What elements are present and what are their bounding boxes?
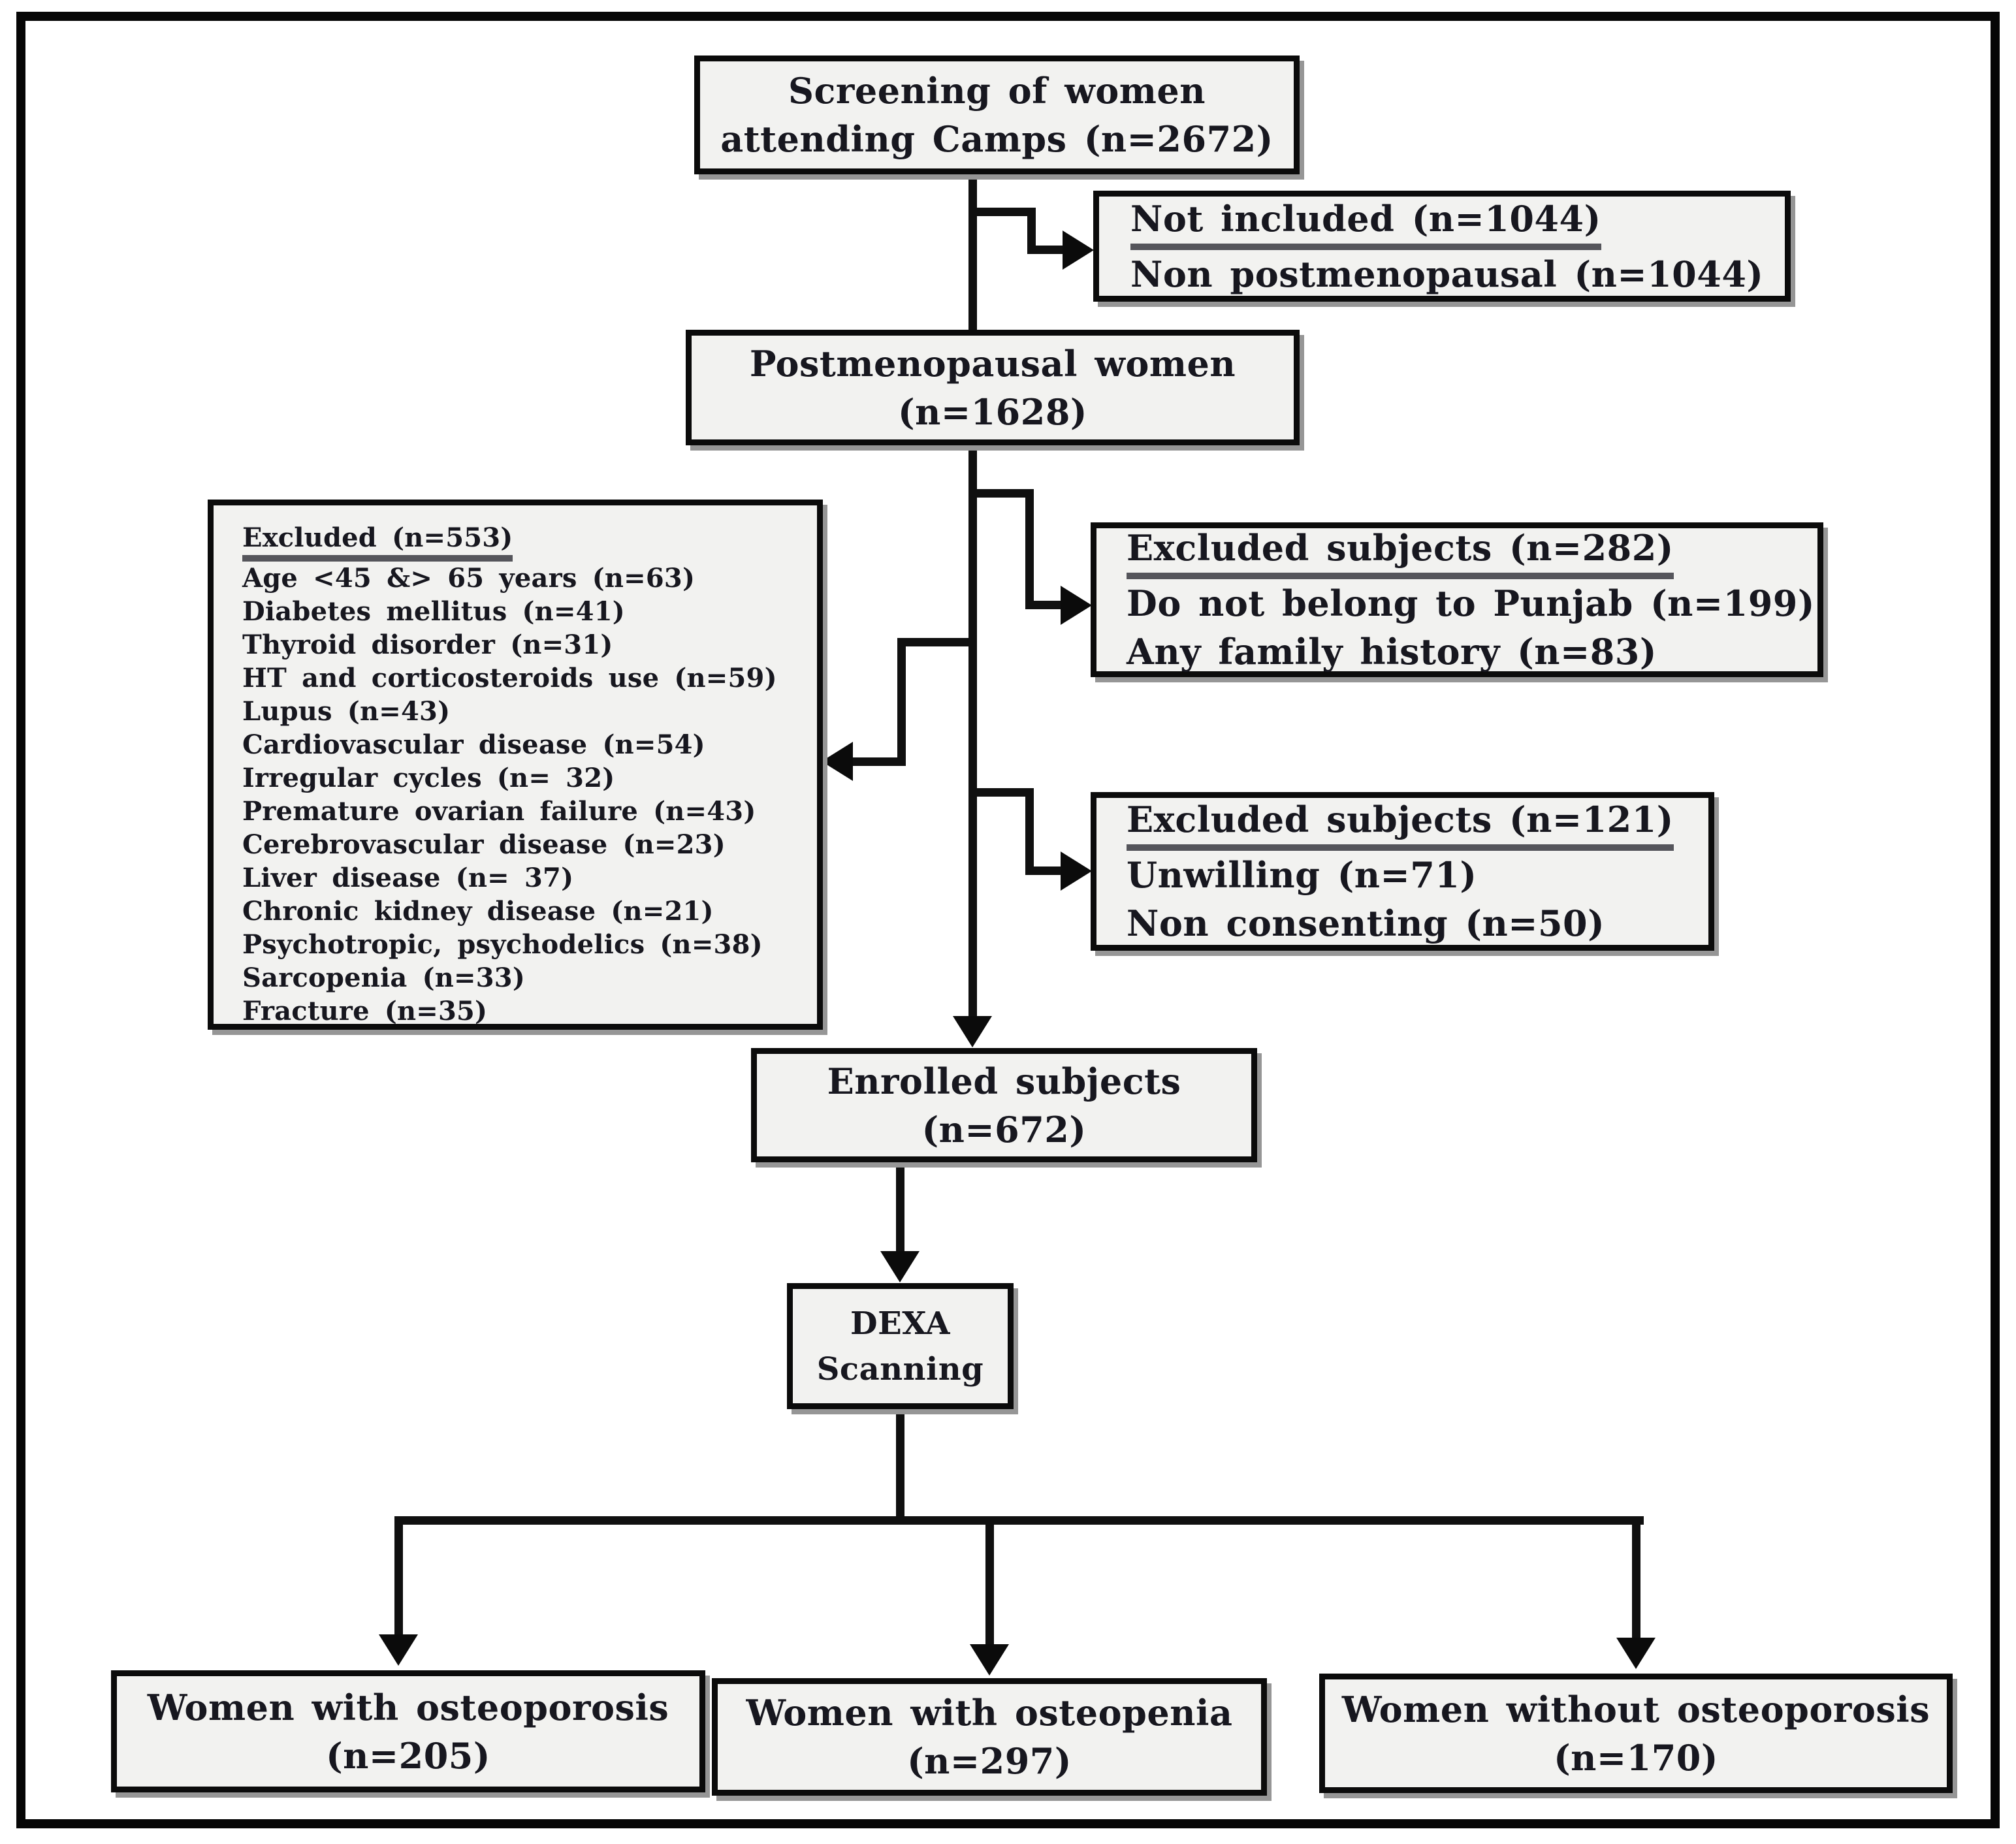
osteopenia-line-2: (n=297) — [907, 1740, 1072, 1782]
excluded-main-item: Chronic kidney disease (n=21) — [242, 896, 714, 927]
postmenopausal-line-1: Postmenopausal women — [749, 342, 1236, 385]
connector-excluded282-v — [1025, 489, 1034, 609]
connector-trunk-mid — [968, 443, 977, 1020]
excluded-main-item: Liver disease (n= 37) — [242, 863, 574, 893]
connector-trunk-top — [968, 171, 977, 336]
box-excluded-main: Excluded (n=553) Age <45 &> 65 years (n=… — [208, 500, 823, 1030]
screening-line-1: Screening of women — [788, 70, 1206, 112]
connector-notincluded-h1 — [968, 208, 1036, 216]
connector-notincluded-h2 — [1027, 246, 1065, 254]
connector-excluded121-h1 — [968, 788, 1034, 797]
dexa-line-1: DEXA — [850, 1305, 950, 1342]
connector-enrolled-dexa — [896, 1160, 904, 1255]
excluded-282-line-2: Any family history (n=83) — [1127, 631, 1657, 673]
without-osteoporosis-line-2: (n=170) — [1554, 1736, 1718, 1779]
box-excluded-282: Excluded subjects (n=282) Do not belong … — [1091, 522, 1823, 677]
arrowhead-enrolled — [953, 1016, 992, 1047]
connector-dexa-split — [896, 1407, 904, 1525]
arrowhead-osteoporosis — [379, 1634, 418, 1666]
box-without-osteoporosis: Women without osteoporosis (n=170) — [1319, 1674, 1953, 1793]
excluded-282-title: Excluded subjects (n=282) — [1127, 524, 1674, 579]
not-included-line: Non postmenopausal (n=1044) — [1130, 253, 1764, 295]
enrolled-line-1: Enrolled subjects — [827, 1060, 1181, 1102]
box-dexa: DEXA Scanning — [787, 1283, 1014, 1409]
excluded-main-item: Cerebrovascular disease (n=23) — [242, 829, 726, 860]
excluded-main-item: Irregular cycles (n= 32) — [242, 763, 615, 793]
box-enrolled: Enrolled subjects (n=672) — [751, 1048, 1257, 1162]
screening-line-2: attending Camps (n=2672) — [720, 118, 1273, 160]
excluded-121-line-2: Non consenting (n=50) — [1127, 902, 1605, 944]
excluded-main-item: Lupus (n=43) — [242, 696, 451, 727]
connector-excluded282-h2 — [1025, 601, 1063, 609]
connector-drop-osteopenia — [985, 1516, 994, 1647]
arrowhead-without — [1616, 1638, 1656, 1669]
excluded-main-item: Psychotropic, psychodelics (n=38) — [242, 929, 763, 960]
without-osteoporosis-line-1: Women without osteoporosis — [1341, 1688, 1930, 1730]
excluded-main-item: Sarcopenia (n=33) — [242, 962, 525, 993]
excluded-main-item: Thyroid disorder (n=31) — [242, 629, 613, 660]
osteoporosis-line-2: (n=205) — [326, 1734, 490, 1777]
box-postmenopausal: Postmenopausal women (n=1628) — [686, 330, 1300, 445]
connector-excluded121-h2 — [1025, 866, 1063, 875]
arrowhead-osteopenia — [970, 1644, 1009, 1676]
connector-excludedmain-h2 — [849, 757, 906, 766]
excluded-121-title: Excluded subjects (n=121) — [1127, 795, 1674, 851]
not-included-title: Not included (n=1044) — [1130, 195, 1601, 250]
connector-notincluded-v — [1027, 208, 1036, 254]
box-osteopenia: Women with osteopenia (n=297) — [712, 1678, 1267, 1796]
excluded-main-item: Diabetes mellitus (n=41) — [242, 596, 625, 627]
arrowhead-excluded282 — [1061, 586, 1092, 625]
connector-excluded282-h1 — [968, 489, 1034, 498]
postmenopausal-line-2: (n=1628) — [898, 390, 1087, 433]
connector-drop-osteoporosis — [394, 1516, 403, 1637]
box-osteoporosis: Women with osteoporosis (n=205) — [111, 1670, 705, 1792]
connector-excluded121-v — [1025, 788, 1034, 875]
excluded-main-item: Premature ovarian failure (n=43) — [242, 796, 756, 827]
arrowhead-dexa — [880, 1251, 920, 1282]
connector-excludedmain-h1 — [897, 638, 977, 646]
arrowhead-excluded121 — [1061, 851, 1092, 891]
osteoporosis-line-1: Women with osteoporosis — [147, 1686, 669, 1728]
arrowhead-excludedmain — [822, 742, 853, 781]
excluded-main-item: Age <45 &> 65 years (n=63) — [242, 563, 696, 594]
box-not-included: Not included (n=1044) Non postmenopausal… — [1093, 191, 1791, 302]
excluded-main-title: Excluded (n=553) — [242, 521, 513, 562]
box-excluded-121: Excluded subjects (n=121) Unwilling (n=7… — [1091, 792, 1714, 951]
excluded-282-line-1: Do not belong to Punjab (n=199) — [1127, 582, 1815, 624]
connector-split-horizontal — [394, 1516, 1644, 1525]
box-screening: Screening of women attending Camps (n=26… — [694, 56, 1300, 174]
connector-excludedmain-v — [897, 638, 906, 766]
enrolled-line-2: (n=672) — [921, 1108, 1087, 1151]
excluded-121-line-1: Unwilling (n=71) — [1127, 854, 1477, 896]
dexa-line-2: Scanning — [816, 1350, 984, 1388]
excluded-main-item: Cardiovascular disease (n=54) — [242, 729, 705, 760]
excluded-main-item: HT and corticosteroids use (n=59) — [242, 663, 777, 693]
connector-drop-without — [1632, 1516, 1640, 1640]
excluded-main-item: Fracture (n=35) — [242, 996, 488, 1026]
arrowhead-notincluded — [1063, 230, 1094, 270]
osteopenia-line-1: Women with osteopenia — [746, 1692, 1233, 1734]
